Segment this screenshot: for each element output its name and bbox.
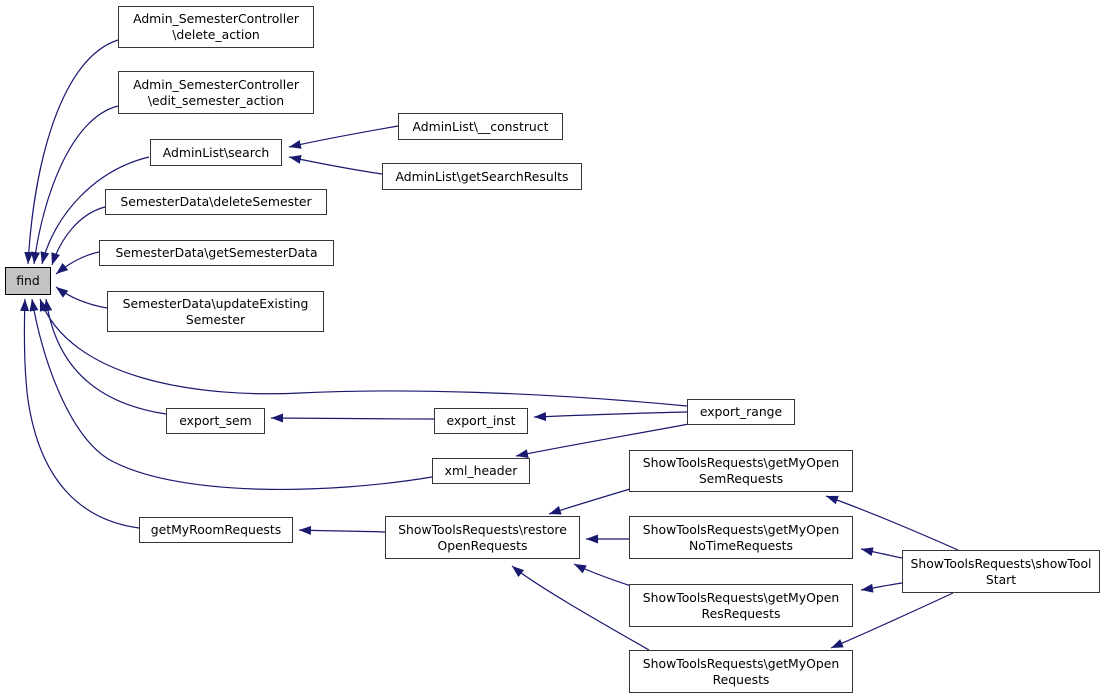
edge-sem_requests-to-restore_open [548,488,631,515]
edge-show_tool-to-res_requests [860,582,903,593]
edge-edit_action-to-find [31,105,119,265]
edge-construct-to-search [288,125,399,149]
edge-res_requests-to-restore_open [573,563,632,587]
edge-export_sem-to-find [43,298,167,415]
edge-show_tool-to-open_requests [830,592,954,649]
edge-export_range-to-export_inst [533,411,688,422]
node-getsemesterdata[interactable]: SemesterData\getSemesterData [99,240,334,266]
node-getmyopenresrequests[interactable]: ShowToolsRequests\getMyOpen ResRequests [629,584,853,627]
edge-get_sem_data-to-find [55,251,100,275]
node-getmyopenrequests[interactable]: ShowToolsRequests\getMyOpen Requests [629,650,853,693]
node-restoreopenrequests[interactable]: ShowToolsRequests\restore OpenRequests [385,516,580,559]
node-find: find [5,267,51,295]
node-export-sem[interactable]: export_sem [166,408,265,434]
node-adminlist-construct[interactable]: AdminList\__construct [398,113,563,140]
edge-xml_header-to-find [29,298,433,490]
edge-delete_action-to-find [24,39,119,265]
edge-get_my_room-to-find [20,298,140,529]
node-adminlist-getsearchresults[interactable]: AdminList\getSearchResults [382,163,582,190]
node-adminlist-search[interactable]: AdminList\search [150,139,282,166]
edge-update_existing-to-find [55,286,108,309]
node-getmyopensemrequests[interactable]: ShowToolsRequests\getMyOpen SemRequests [629,450,853,492]
edge-export_range-to-xml_header [515,423,690,459]
edge-show_tool-to-no_time [860,547,903,559]
node-export-inst[interactable]: export_inst [434,408,528,434]
node-getmyroomrequests[interactable]: getMyRoomRequests [139,517,293,543]
node-xml-header[interactable]: xml_header [432,458,530,484]
edge-show_tool-to-sem_requests [825,495,959,551]
node-getmyopennotimerequests[interactable]: ShowToolsRequests\getMyOpen NoTimeReques… [629,516,853,559]
edge-open_requests-to-restore_open [511,565,650,651]
node-updateexistingsemester[interactable]: SemesterData\updateExisting Semester [107,291,324,332]
edge-export_inst-to-export_sem [270,413,435,423]
edge-restore_open-to-get_my_room [298,525,386,535]
edge-get_search-to-search [288,155,383,175]
node-deletesemester[interactable]: SemesterData\deleteSemester [105,189,327,215]
edge-export_range-to-find [39,298,688,407]
node-delete-action[interactable]: Admin_SemesterController \delete_action [118,6,314,48]
node-showtoolstart[interactable]: ShowToolsRequests\showTool Start [902,550,1100,593]
node-edit-semester-action[interactable]: Admin_SemesterController \edit_semester_… [118,71,314,114]
edge-delete_semester-to-find [51,206,106,266]
node-export-range[interactable]: export_range [687,399,795,425]
edge-search-to-find [40,156,150,265]
